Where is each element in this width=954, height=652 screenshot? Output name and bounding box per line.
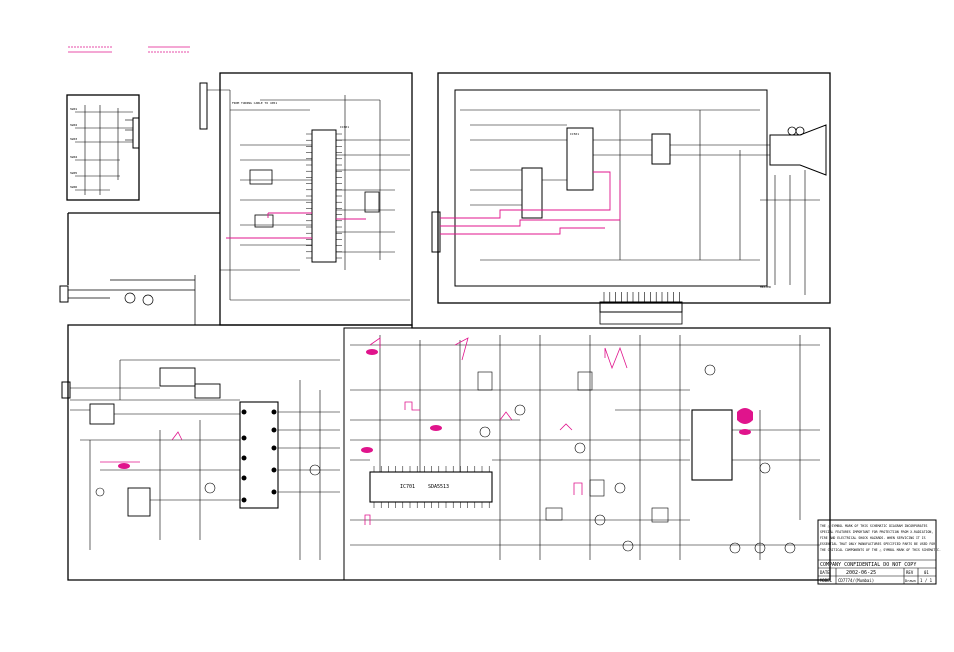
date-label: DATE xyxy=(820,570,830,575)
note-line-2: SPECIAL FEATURES IMPORTANT FOR PROTECTIO… xyxy=(820,530,933,534)
rev-value: 01 xyxy=(924,570,929,575)
ic-video-processor xyxy=(566,127,594,191)
svg-text:FROM TUNING CABLE TO 4051: FROM TUNING CABLE TO 4051 xyxy=(232,101,277,105)
svg-text:SW06: SW06 xyxy=(70,185,77,189)
power-transformer xyxy=(239,401,279,509)
note-line-3: FIRE AND ELECTRICAL SHOCK HAZARDS. WHEN … xyxy=(820,536,926,540)
date-value: 2002-06-25 xyxy=(846,570,876,576)
drawn-label: Drawn xyxy=(905,579,916,583)
board-connector-strip xyxy=(599,292,683,325)
svg-text:SW02: SW02 xyxy=(70,123,77,127)
crt-video-board: IC501 HEATER xyxy=(431,72,831,304)
main-power-board: IC701 SDA5513 xyxy=(61,324,831,581)
svg-text:SW04: SW04 xyxy=(70,155,77,159)
svg-text:HEATER: HEATER xyxy=(760,285,771,289)
svg-text:IC601: IC601 xyxy=(340,125,349,129)
svg-text:SW05: SW05 xyxy=(70,171,77,175)
connector-p901 xyxy=(199,82,208,130)
av-input-section xyxy=(59,212,220,325)
model-label: MODEL xyxy=(820,578,833,583)
note-line-5: THE CRITICAL COMPONENTS OF THE △ SYMBOL … xyxy=(820,548,941,552)
svg-text:IC501: IC501 xyxy=(570,132,579,136)
rev-label: REV xyxy=(906,570,914,575)
ic701-chip xyxy=(369,471,493,503)
svg-text:SW03: SW03 xyxy=(70,137,77,141)
legend-lines xyxy=(68,46,190,53)
note-line-1: THE △ SYMBOL MARK OF THIS SCHEMATIC DIAG… xyxy=(820,524,928,528)
model-value: CD7774/(Mumbai) xyxy=(838,578,874,583)
confidential-label: COMPANY CONFIDENTIAL DO NOT COPY xyxy=(820,562,916,568)
title-block: THE △ SYMBOL MARK OF THIS SCHEMATIC DIAG… xyxy=(817,519,941,585)
note-line-4: ESSENTIAL THAT ONLY MANUFACTURES SPECIFI… xyxy=(820,542,935,546)
svg-text:SW01: SW01 xyxy=(70,107,77,111)
page-value: 1 / 1 xyxy=(920,578,933,583)
ic701-ref: IC701 xyxy=(400,484,415,490)
ic-rgb-driver xyxy=(521,167,543,219)
ic701-part: SDA5513 xyxy=(428,484,449,490)
vertical-deflection-ic xyxy=(691,409,733,481)
